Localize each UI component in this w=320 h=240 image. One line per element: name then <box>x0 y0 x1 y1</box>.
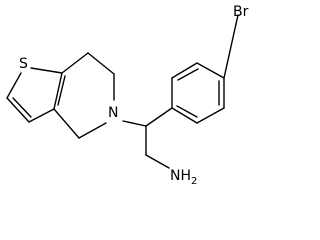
amine-subscript: 2 <box>191 176 197 187</box>
side-chain <box>122 107 173 169</box>
bond-c7a-s <box>30 67 63 74</box>
amine-group-label: NH2 <box>170 168 197 187</box>
bond-ch2-nh2 <box>145 154 170 169</box>
bond-n-ch <box>122 120 147 127</box>
thiophene-ring <box>6 67 66 123</box>
bond-ar6-ar1 <box>171 107 198 124</box>
sulfur-atom-label: S <box>19 56 28 72</box>
bond-ch-aryl <box>145 107 173 127</box>
bond-ar3-ar4 <box>196 62 225 79</box>
bond-ar4-br <box>223 14 239 79</box>
bond-c4-c3a <box>53 108 80 139</box>
nitrogen-atom-label: N <box>108 105 118 121</box>
bond-ar2-ar3-inner <box>177 68 199 81</box>
bond-c2-c3-inner <box>12 97 32 118</box>
bond-c7-c6 <box>87 52 115 75</box>
bond-n-c4 <box>78 122 107 139</box>
bond-ar6-ar1-inner <box>176 105 198 118</box>
bond-c3-c3a <box>28 108 55 123</box>
bond-c3a-c7a <box>53 72 63 110</box>
bond-c7a-c7 <box>61 52 89 74</box>
chemical-structure-diagram: S N Br NH2 <box>6 4 249 187</box>
bond-c2-c3 <box>6 97 30 123</box>
bond-ar2-ar3 <box>171 62 198 79</box>
bond-ar5-ar6 <box>196 107 225 124</box>
bond-s-c2 <box>6 72 22 99</box>
bromophenyl-ring <box>171 14 239 124</box>
bond-c3a-c7a-inner <box>57 75 66 106</box>
amine-atom-label: NH <box>170 168 191 184</box>
bromine-atom-label: Br <box>233 4 249 20</box>
tetrahydropyridine-ring <box>53 52 115 139</box>
